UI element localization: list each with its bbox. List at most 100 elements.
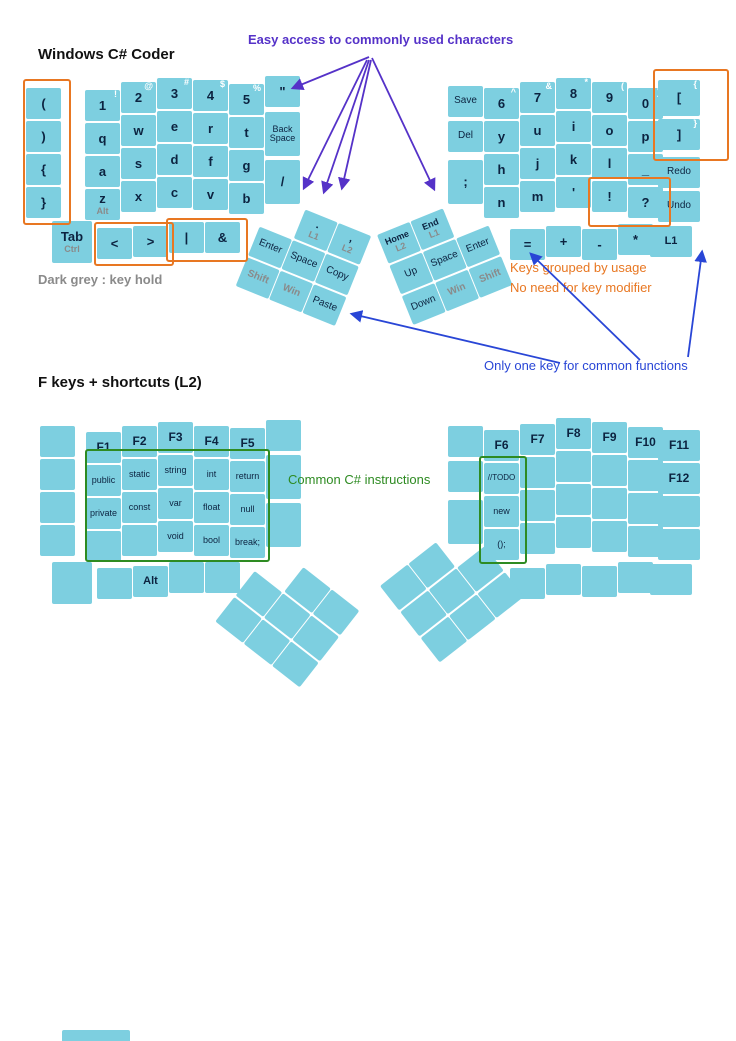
key-equals: =: [510, 229, 545, 260]
key-p: p: [628, 121, 663, 152]
key-f11: F11: [658, 430, 700, 461]
key-const: const: [122, 492, 157, 523]
key-h: h: [484, 154, 519, 185]
key-label: u: [533, 122, 542, 138]
key-blank: [122, 525, 157, 556]
key-label: !: [607, 188, 612, 204]
key-label: .: [314, 218, 322, 231]
key-f4: F4: [194, 426, 229, 457]
key-label: Redo: [667, 166, 691, 178]
key-label: Shift: [245, 268, 271, 287]
key-blank: [40, 492, 75, 523]
key-label: t: [244, 124, 249, 140]
key-label: //TODO: [487, 473, 516, 483]
key-y: y: [484, 121, 519, 152]
key-label: q: [98, 130, 107, 146]
key-f1: F1: [86, 432, 121, 463]
key-label: r: [207, 120, 214, 136]
key-label: /: [280, 174, 285, 190]
key-d: d: [157, 144, 192, 175]
key-label: <: [110, 235, 119, 251]
key-shifted-label: $: [219, 79, 225, 89]
key-blank: [628, 460, 663, 491]
key-label: o: [605, 122, 614, 138]
key-blank: [546, 564, 581, 595]
key-hold-label: Alt: [96, 206, 109, 217]
key-j: j: [520, 148, 555, 179]
key-label: Space: [288, 249, 319, 271]
key-back-space: Back Space: [265, 112, 300, 156]
key-label: 4: [206, 87, 215, 103]
key-blank: [556, 451, 591, 482]
key-8: 8*: [556, 77, 591, 109]
key-label: f: [208, 153, 213, 169]
key-blank: [618, 562, 653, 593]
key-blank: [169, 562, 204, 593]
one-key-note: Only one key for common functions: [484, 358, 688, 373]
key-label: ]: [676, 126, 682, 142]
key-blank: [628, 493, 663, 524]
key-label: (: [41, 95, 46, 111]
key-x: x: [121, 181, 156, 212]
key-break: break;: [230, 527, 265, 558]
key-return: return: [230, 461, 265, 492]
key-label: 3: [170, 85, 179, 101]
key-blank: [86, 531, 121, 562]
key-s: s: [121, 148, 156, 179]
key-hold-label: Ctrl: [64, 243, 80, 254]
key-label: =: [523, 236, 532, 252]
key-label: Undo: [667, 200, 691, 212]
key-label: 8: [569, 85, 578, 101]
key-label: F4: [204, 434, 219, 449]
key-q: q: [85, 123, 120, 154]
key-hold-legend: Dark grey : key hold: [38, 272, 163, 287]
key-label: ): [41, 128, 46, 144]
key-blank: [205, 562, 240, 593]
key-new: new: [484, 496, 519, 527]
key-shifted-label: %: [252, 83, 261, 93]
key-label: F2: [132, 434, 147, 449]
key-todo-comment: //TODO: [484, 463, 519, 494]
key-f2: F2: [122, 426, 157, 457]
key-blank: [628, 526, 663, 557]
key-redo: Redo: [658, 157, 700, 188]
key-bool: bool: [194, 525, 229, 556]
key-f5: F5: [230, 428, 265, 459]
key-blank: [266, 455, 301, 499]
key-apostrophe: ': [556, 177, 591, 208]
key-label: 9: [605, 89, 614, 105]
key-b: b: [229, 183, 264, 214]
csharp-note: Common C# instructions: [288, 472, 431, 487]
key-u: u: [520, 115, 555, 146]
key-blank: [650, 564, 692, 595]
key-shifted-label: !: [114, 89, 117, 99]
key-blank: [582, 566, 617, 597]
key-float: float: [194, 492, 229, 523]
key-label: null: [240, 503, 255, 514]
key-label: Save: [454, 95, 477, 107]
key-label: |: [184, 229, 189, 245]
key-label: Shift: [477, 267, 503, 286]
key-label: a: [98, 163, 107, 179]
key-label: 1: [98, 97, 107, 113]
key-e: e: [157, 111, 192, 142]
key-label: -: [597, 236, 602, 252]
key-close-paren: ): [26, 121, 61, 152]
key-1: 1!: [85, 89, 120, 121]
key-label: n: [497, 194, 506, 210]
key-blank: [520, 457, 555, 488]
key-label: v: [206, 186, 215, 202]
key-label: c: [170, 184, 179, 200]
key-f9: F9: [592, 422, 627, 453]
key-asterisk: *: [618, 224, 653, 255]
grouped-note-line1: Keys grouped by usage: [510, 260, 647, 275]
key-label: 2: [134, 89, 143, 105]
key-int: int: [194, 459, 229, 490]
key-blank: [266, 420, 301, 451]
key-l: l: [592, 148, 627, 179]
key-shifted-label: {: [693, 79, 697, 89]
key-label: }: [40, 194, 47, 210]
key-label: Copy: [324, 264, 350, 284]
key-label: *: [632, 231, 639, 247]
